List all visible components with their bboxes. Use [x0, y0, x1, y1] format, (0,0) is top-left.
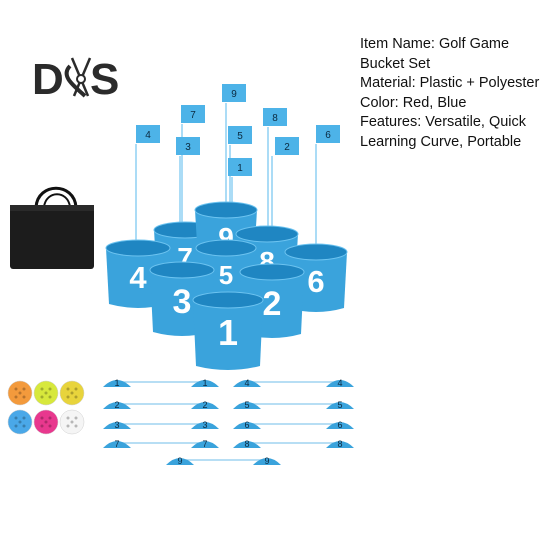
bucket-1: 1	[192, 291, 264, 370]
svg-text:S: S	[90, 55, 119, 102]
marker-cone: 9	[253, 456, 281, 466]
practice-ball	[59, 380, 85, 406]
practice-ball	[7, 409, 33, 435]
info-line: Item Name: Golf Game	[360, 36, 510, 52]
flag-1: 1	[228, 158, 252, 176]
info-line: Material: Plastic + Polyester	[360, 75, 540, 91]
flag-number: 7	[190, 110, 196, 121]
marker-cone: 2	[191, 400, 219, 410]
marker-cone: 8	[233, 439, 261, 449]
marker-cone: 6	[326, 420, 354, 430]
marker-cone: 1	[103, 378, 131, 388]
marker-cone: 8	[326, 439, 354, 449]
cone-number: 1	[202, 378, 207, 388]
bucket-number: 6	[307, 264, 324, 299]
cone-number: 8	[244, 439, 249, 449]
info-line: Color: Red, Blue	[360, 94, 467, 111]
svg-text:D: D	[32, 55, 64, 102]
cone-number: 2	[202, 400, 207, 410]
flag-number: 4	[145, 130, 151, 141]
brand-logo: D S	[32, 55, 119, 102]
marker-cone: 5	[233, 400, 261, 410]
flag-3: 3	[176, 137, 200, 155]
info-line: Bucket Set	[360, 55, 431, 72]
flag-number: 6	[325, 130, 331, 141]
marker-cone: 1	[191, 378, 219, 388]
marker-cone: 7	[191, 439, 219, 449]
flag-4: 4	[136, 125, 160, 143]
flag-9: 9	[222, 84, 246, 102]
marker-cone: 4	[233, 378, 261, 388]
cone-number: 5	[244, 400, 249, 410]
product-info: Item Name: Golf Game Bucket Set Material…	[360, 35, 550, 152]
flag-7: 7	[181, 105, 205, 123]
marker-cone: 7	[103, 439, 131, 449]
info-line: Features: Versatile, Quick	[360, 114, 527, 130]
cone-number: 4	[337, 378, 342, 388]
flag-number: 8	[272, 113, 278, 124]
cone-number: 8	[337, 439, 342, 449]
carry-bag	[10, 186, 94, 269]
flag-6: 6	[316, 125, 340, 143]
marker-cone: 3	[103, 420, 131, 430]
marker-cone: 5	[326, 400, 354, 410]
info-line: Learning Curve, Portable	[360, 133, 522, 150]
flag-number: 1	[237, 163, 243, 174]
bucket-number: 2	[263, 285, 282, 323]
cone-number: 9	[264, 456, 269, 466]
practice-ball	[59, 409, 85, 435]
flag-number: 5	[237, 131, 243, 142]
bucket-number: 1	[218, 312, 238, 353]
practice-ball	[33, 380, 59, 406]
practice-ball	[7, 380, 33, 406]
marker-cone: 6	[233, 420, 261, 430]
flag-number: 9	[231, 89, 237, 100]
marker-cone: 3	[191, 420, 219, 430]
cone-number: 4	[244, 378, 249, 388]
cone-number: 1	[114, 378, 119, 388]
flag-2: 2	[275, 137, 299, 155]
cone-number: 9	[177, 456, 182, 466]
marker-cone: 2	[103, 400, 131, 410]
cone-number: 3	[202, 420, 207, 430]
cone-number: 2	[114, 400, 119, 410]
cone-number: 6	[337, 420, 342, 430]
flag-8: 8	[263, 108, 287, 126]
flag-number: 2	[284, 142, 290, 153]
flag-number: 3	[185, 142, 191, 153]
bucket-number: 3	[173, 283, 192, 321]
practice-ball	[33, 409, 59, 435]
cone-number: 6	[244, 420, 249, 430]
cone-number: 7	[202, 439, 207, 449]
marker-cone: 4	[326, 378, 354, 388]
cone-number: 7	[114, 439, 119, 449]
flag-5: 5	[228, 126, 252, 144]
bucket-number: 5	[219, 260, 233, 290]
cone-number: 5	[337, 400, 342, 410]
marker-cone: 9	[166, 456, 194, 466]
bucket-number: 4	[129, 260, 147, 295]
cone-number: 3	[114, 420, 119, 430]
